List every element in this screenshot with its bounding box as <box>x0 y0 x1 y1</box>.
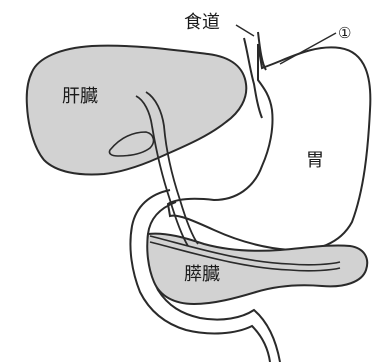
liver-shape <box>27 46 247 175</box>
esophagus-label: 食道 <box>184 12 220 33</box>
liver-label: 肝臓 <box>62 86 98 107</box>
esophagus-leader-line <box>236 25 254 36</box>
stomach-label: 胃 <box>306 150 324 171</box>
marker-one-label: ① <box>338 24 351 42</box>
pancreas-label: 膵臓 <box>184 264 220 285</box>
